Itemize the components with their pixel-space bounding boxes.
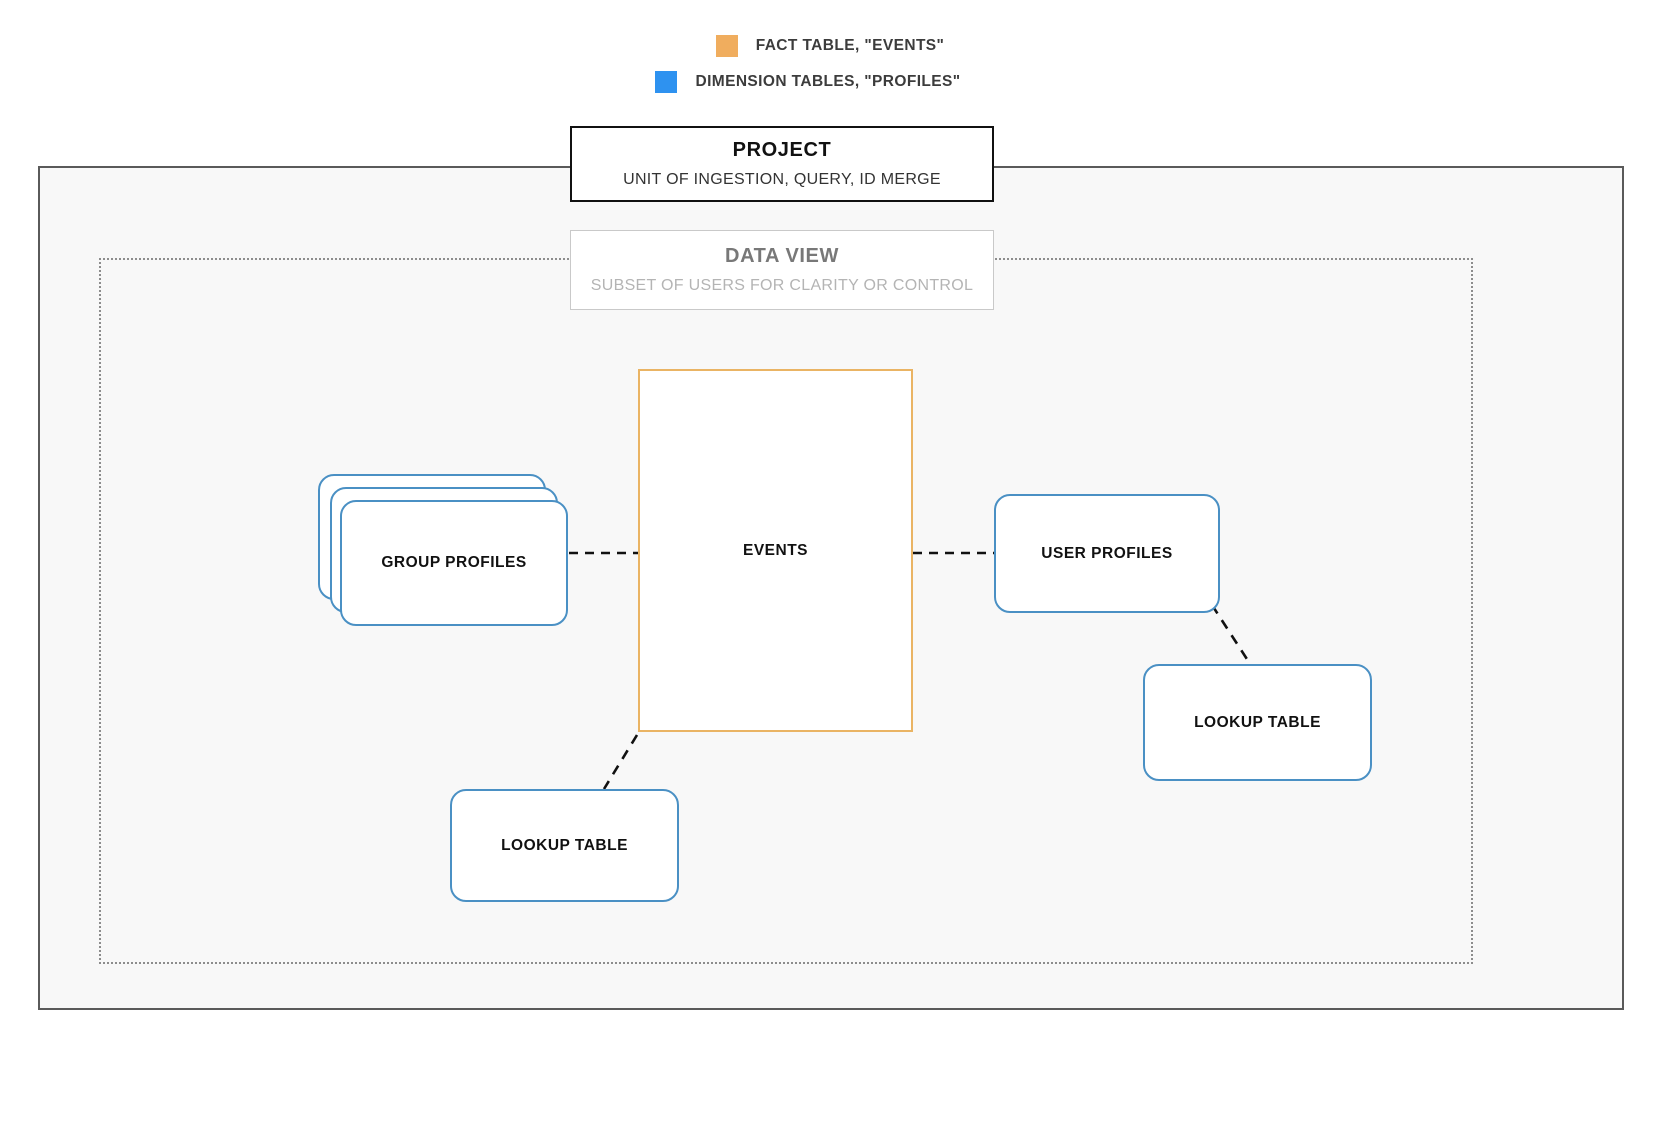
data-view-title: DATA VIEW [725,245,839,268]
square-swatch-icon-dimension-tables [655,71,678,93]
node-lookup-table-right-label: LOOKUP TABLE [1194,713,1321,731]
square-swatch-icon-fact-table [715,35,738,57]
legend-item-fact-table: FACT TABLE, "EVENTS" [0,28,1664,64]
data-view-subtitle: SUBSET OF USERS FOR CLARITY OR CONTROL [590,277,974,295]
node-events-label: EVENTS [742,541,808,559]
node-user-profiles-label: USER PROFILES [1041,544,1173,562]
project-card: PROJECT UNIT OF INGESTION, QUERY, ID MER… [570,126,994,202]
data-view-card: DATA VIEW SUBSET OF USERS FOR CLARITY OR… [570,230,994,310]
node-lookup-table-left-label: LOOKUP TABLE [501,836,628,854]
project-title: PROJECT [732,139,832,162]
legend: FACT TABLE, "EVENTS" DIMENSION TABLES, "… [0,28,1664,100]
node-group-profiles: GROUP PROFILES [340,500,568,626]
legend-item-dimension-tables: DIMENSION TABLES, "PROFILES" [0,64,1664,100]
node-events: EVENTS [638,369,913,732]
node-lookup-table-right: LOOKUP TABLE [1143,664,1372,781]
node-user-profiles: USER PROFILES [994,494,1220,613]
node-lookup-table-left: LOOKUP TABLE [450,789,679,902]
legend-label-fact-table: FACT TABLE, "EVENTS" [755,37,945,54]
legend-label-dimension-tables: DIMENSION TABLES, "PROFILES" [695,73,961,90]
project-subtitle: UNIT OF INGESTION, QUERY, ID MERGE [623,171,941,189]
node-group-profiles-label: GROUP PROFILES [381,554,527,571]
